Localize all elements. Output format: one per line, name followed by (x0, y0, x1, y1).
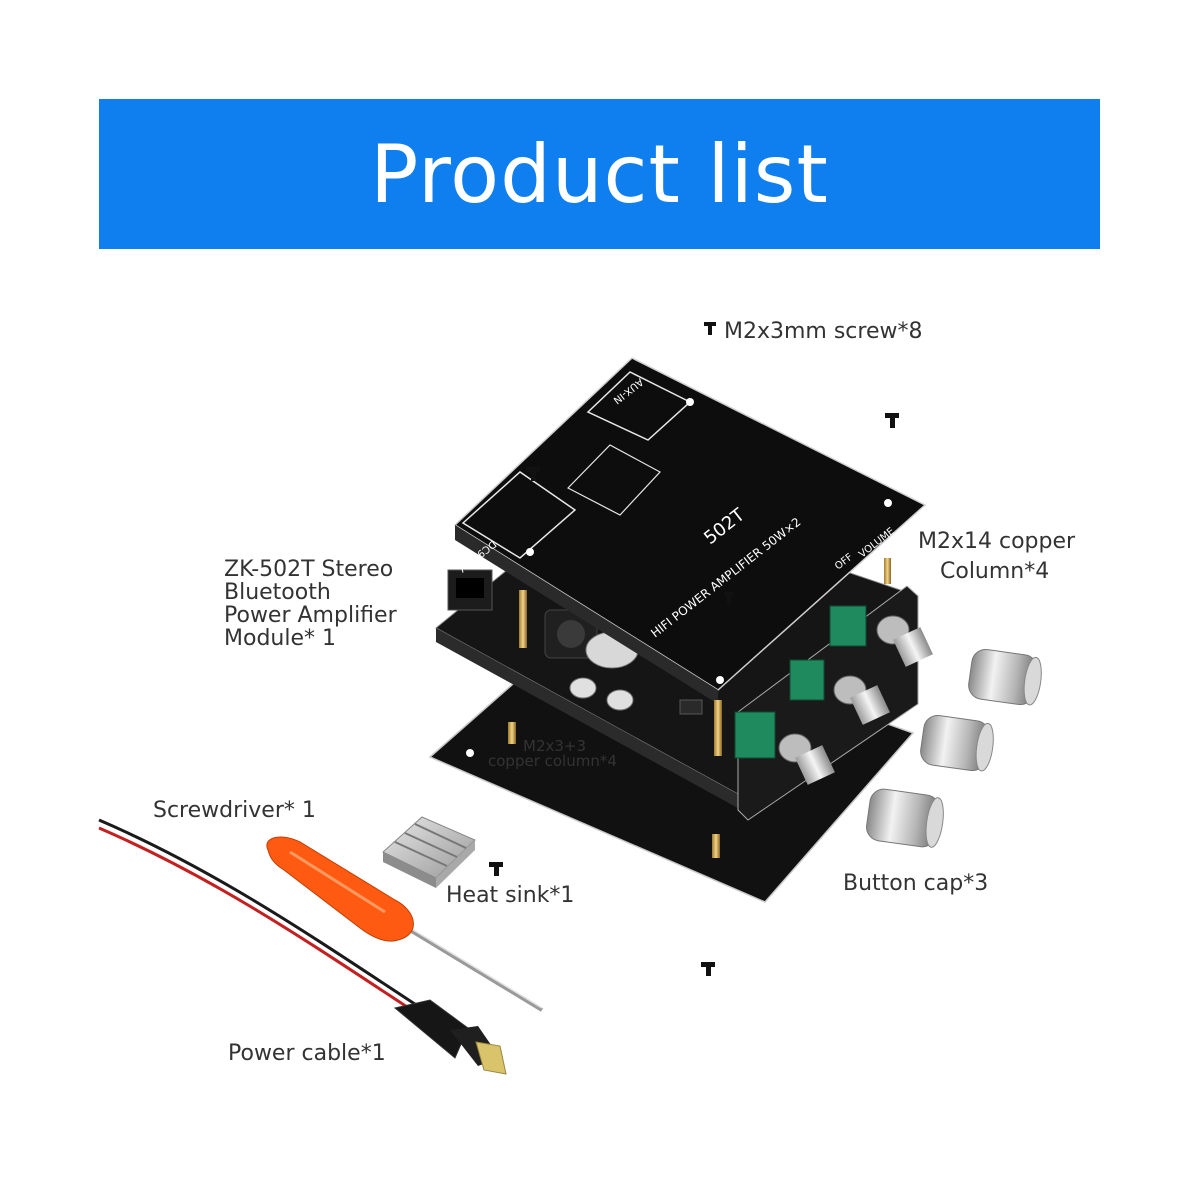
screw-icon (701, 962, 715, 976)
screw-icon (724, 592, 734, 604)
label-module-line4: Module* 1 (224, 626, 336, 651)
screw-icon (704, 322, 716, 335)
heat-sink (382, 816, 476, 888)
label-copper14-line2: Column*4 (940, 559, 1050, 584)
screw-icon (885, 413, 899, 428)
screws (489, 322, 899, 976)
label-power-cable: Power cable*1 (228, 1041, 386, 1066)
label-copper14-line1: M2x14 copper (918, 529, 1076, 554)
label-heatsink: Heat sink*1 (446, 883, 575, 908)
potentiometer-shafts (778, 615, 933, 785)
label-copper3-line1: M2x3+3 (523, 737, 587, 755)
top-cover-plate: 502T HIFI POWER AMPLIFIER 50W×2 VOLUME O… (453, 357, 927, 704)
copper-column-tall (519, 558, 891, 756)
label-module-line3: Power Amplifier (224, 603, 397, 628)
knob-cap (866, 788, 944, 848)
button-caps (866, 648, 1042, 848)
label-screwdriver: Screwdriver* 1 (153, 798, 316, 823)
label-copper3-line2: copper column*4 (488, 752, 617, 770)
screw-icon (489, 862, 503, 876)
screw-icon (526, 467, 540, 481)
label-button-cap: Button cap*3 (843, 871, 989, 896)
knob-cap (920, 714, 994, 772)
label-screw: M2x3mm screw*8 (724, 319, 923, 344)
knob-cap (968, 648, 1042, 706)
screwdriver (266, 836, 544, 1012)
power-cable (98, 818, 507, 1075)
label-module-line2: Bluetooth (224, 580, 331, 605)
page-title: Product list (370, 127, 829, 221)
header-banner: Product list (99, 99, 1100, 249)
copper-column-short (508, 722, 720, 858)
label-module-line1: ZK-502T Stereo (224, 557, 394, 582)
